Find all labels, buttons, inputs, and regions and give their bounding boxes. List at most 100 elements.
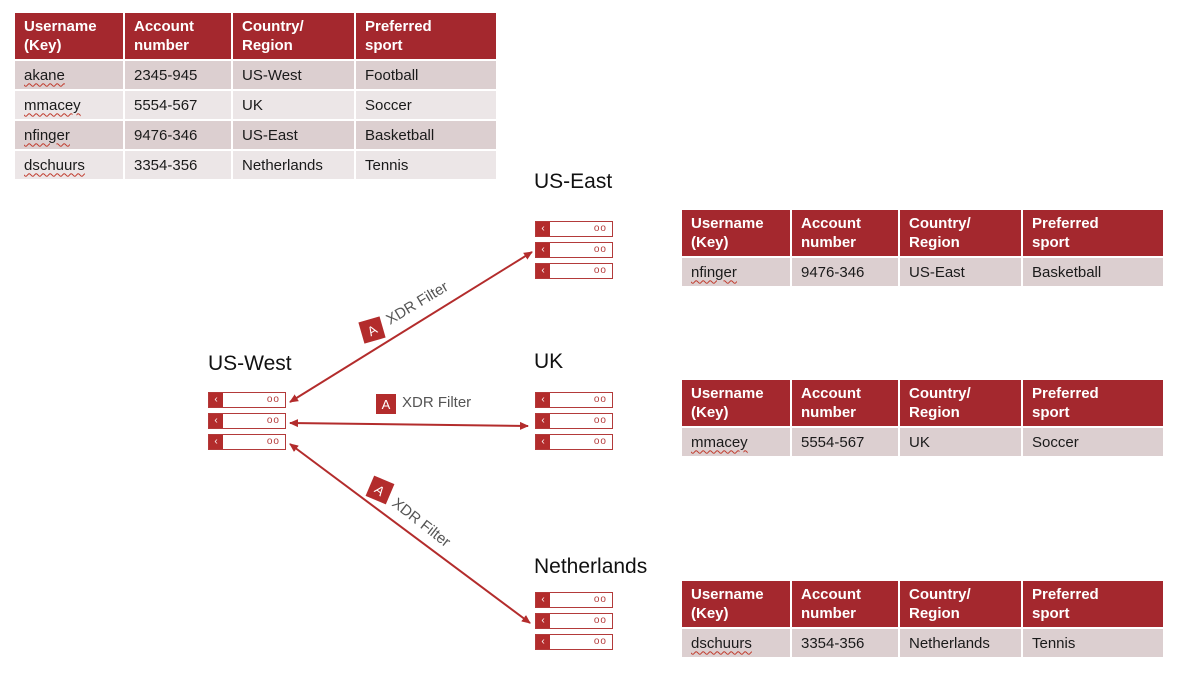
column-header: Username (Key) xyxy=(15,13,123,59)
server-unit: ‹ oo xyxy=(535,242,613,258)
aerospike-logo-icon xyxy=(365,475,395,505)
table-cell: Soccer xyxy=(1023,428,1163,456)
table-cell: akane xyxy=(15,61,123,89)
table-cell: 5554-567 xyxy=(125,91,231,119)
aerospike-logo-icon: ‹ xyxy=(209,435,223,449)
status-lights-icon: oo xyxy=(266,394,280,405)
aerospike-logo-icon: ‹ xyxy=(536,614,550,628)
server-unit: ‹ oo xyxy=(535,613,613,629)
uk-label: UK xyxy=(534,350,564,373)
status-lights-icon: oo xyxy=(593,415,607,426)
xdr-filter-label: XDR Filter xyxy=(402,394,471,411)
table-cell: 5554-567 xyxy=(792,428,898,456)
server-unit: ‹ oo xyxy=(535,413,613,429)
server-unit: ‹ oo xyxy=(535,392,613,408)
column-header: Account number xyxy=(125,13,231,59)
status-lights-icon: oo xyxy=(593,223,607,234)
table-cell: US-West xyxy=(233,61,354,89)
column-header: Account number xyxy=(792,581,898,627)
us-west-server-rack-icon: ‹oo‹oo‹oo xyxy=(208,392,286,454)
table-cell: UK xyxy=(900,428,1021,456)
table-cell: 9476-346 xyxy=(125,121,231,149)
table-cell: Basketball xyxy=(1023,258,1163,286)
status-lights-icon: oo xyxy=(266,436,280,447)
aerospike-logo-icon xyxy=(358,316,386,344)
aerospike-logo-icon: ‹ xyxy=(209,393,223,407)
xdr-filter-uk: A XDR Filter xyxy=(376,394,471,414)
table-cell: dschuurs xyxy=(682,629,790,657)
column-header: Preferred sport xyxy=(1023,210,1163,256)
column-header: Username (Key) xyxy=(682,210,790,256)
status-lights-icon: oo xyxy=(593,394,607,405)
table-cell: nfinger xyxy=(15,121,123,149)
netherlands-label: Netherlands xyxy=(534,555,648,578)
column-header: Preferred sport xyxy=(1023,581,1163,627)
table-cell: Tennis xyxy=(356,151,496,179)
server-unit: ‹ oo xyxy=(208,434,286,450)
column-header: Country/ Region xyxy=(900,210,1021,256)
status-lights-icon: oo xyxy=(593,244,607,255)
table-cell: mmacey xyxy=(682,428,790,456)
server-unit: ‹ oo xyxy=(535,221,613,237)
status-lights-icon: oo xyxy=(593,436,607,447)
column-header: Account number xyxy=(792,380,898,426)
column-header: Username (Key) xyxy=(682,581,790,627)
table-cell: mmacey xyxy=(15,91,123,119)
table-cell: Soccer xyxy=(356,91,496,119)
us-west-label: US-West xyxy=(208,352,292,375)
table-cell: Tennis xyxy=(1023,629,1163,657)
aerospike-logo-icon: ‹ xyxy=(536,264,550,278)
table-cell: Basketball xyxy=(356,121,496,149)
aerospike-logo-icon: ‹ xyxy=(536,414,550,428)
server-unit: ‹oo xyxy=(208,413,286,429)
aerospike-logo-icon: ‹ xyxy=(536,593,550,607)
table-cell: US-East xyxy=(900,258,1021,286)
table-cell: 3354-356 xyxy=(792,629,898,657)
column-header: Country/ Region xyxy=(233,13,354,59)
aerospike-logo-icon: ‹ xyxy=(536,243,550,257)
column-header: Username (Key) xyxy=(682,380,790,426)
arrow-us-west-to-uk xyxy=(289,419,529,430)
status-lights-icon: oo xyxy=(593,265,607,276)
aerospike-logo-icon: ‹ xyxy=(536,435,550,449)
server-unit: ‹ oo xyxy=(535,592,613,608)
table-cell: 3354-356 xyxy=(125,151,231,179)
xdr-filter-label: XDR Filter xyxy=(383,278,451,328)
table-cell: Football xyxy=(356,61,496,89)
table-cell: 9476-346 xyxy=(792,258,898,286)
arrow-us-west-to-us-east xyxy=(289,251,533,403)
table-cell: Netherlands xyxy=(233,151,354,179)
table-cell: dschuurs xyxy=(15,151,123,179)
server-unit: ‹oo xyxy=(535,634,613,650)
column-header: Country/ Region xyxy=(900,380,1021,426)
table-cell: nfinger xyxy=(682,258,790,286)
uk-server-rack-icon: ‹ oo ‹ oo ‹ oo xyxy=(535,392,613,454)
status-lights-icon: oo xyxy=(593,594,607,605)
table-cell: Netherlands xyxy=(900,629,1021,657)
status-lights-icon: oo xyxy=(593,615,607,626)
column-header: Account number xyxy=(792,210,898,256)
arrow-us-west-to-netherlands xyxy=(289,443,531,624)
aerospike-logo-icon: ‹ xyxy=(536,222,550,236)
aerospike-logo-icon: ‹ xyxy=(536,393,550,407)
us-east-label: US-East xyxy=(534,170,613,193)
table-cell: 2345-945 xyxy=(125,61,231,89)
netherlands-server-rack-icon: ‹oo‹oo‹oo xyxy=(535,592,613,654)
column-header: Preferred sport xyxy=(356,13,496,59)
server-unit: ‹ oo xyxy=(208,392,286,408)
aerospike-logo-icon xyxy=(376,394,396,414)
